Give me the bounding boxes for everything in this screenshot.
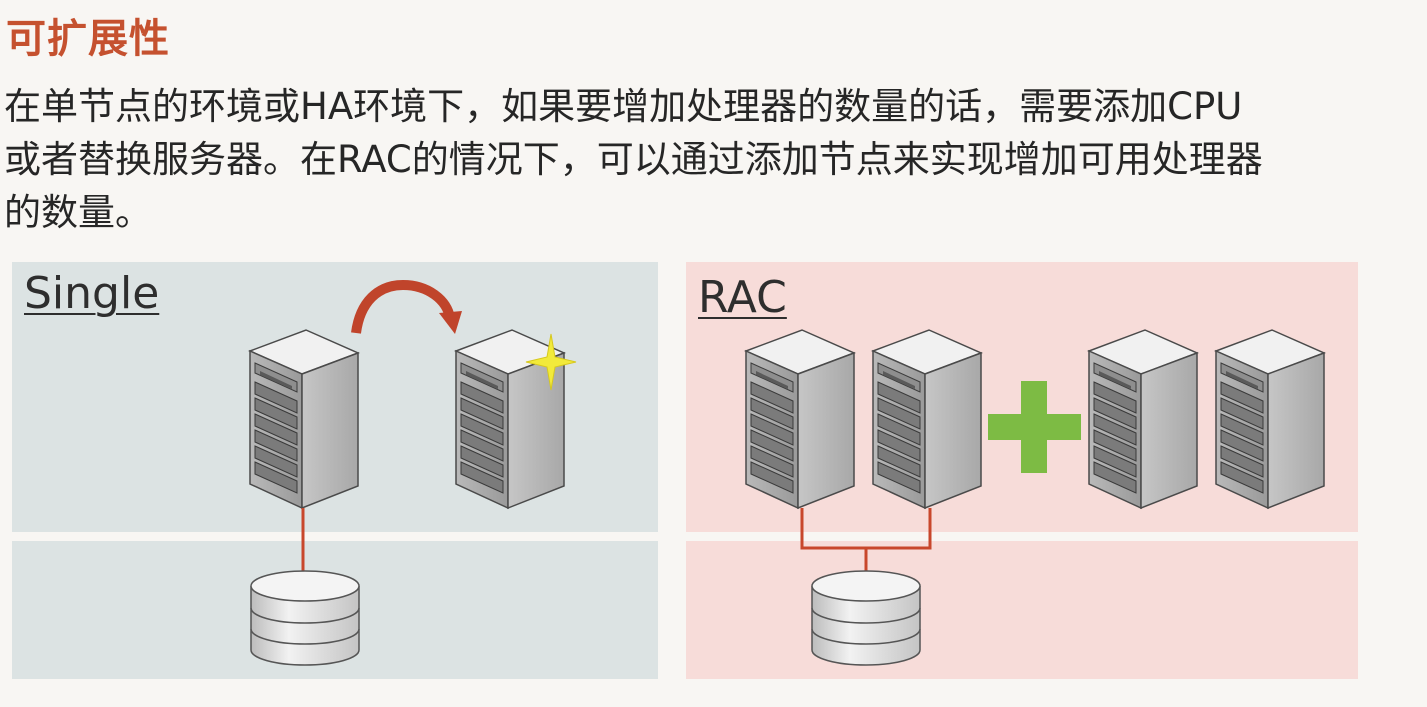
page-title: 可扩展性 [6, 16, 170, 62]
rac-database-icon [811, 570, 921, 666]
rac-server-icon-3 [1088, 329, 1198, 509]
sparkle-icon [525, 333, 577, 391]
single-label: Single [24, 268, 160, 319]
description-line-1: 在单节点的环境或HA环境下，如果要增加处理器的数量的话，需要添加CPU [4, 85, 1243, 128]
single-server-icon [249, 329, 359, 509]
description-line-3: 的数量。 [4, 191, 152, 234]
rac-server-icon-4 [1215, 329, 1325, 509]
description: 在单节点的环境或HA环境下，如果要增加处理器的数量的话，需要添加CPU 或者替换… [4, 80, 1424, 239]
rac-storage-panel [686, 541, 1358, 679]
description-line-2: 或者替换服务器。在RAC的情况下，可以通过添加节点来实现增加可用处理器 [4, 138, 1263, 181]
rac-label: RAC [698, 272, 787, 323]
rac-server-icon-1 [745, 329, 855, 509]
rac-server-icon-2 [872, 329, 982, 509]
rac-connector-lines [800, 508, 932, 573]
curved-arrow-icon [351, 279, 462, 334]
plus-icon [988, 381, 1081, 473]
single-database-icon [250, 570, 360, 666]
